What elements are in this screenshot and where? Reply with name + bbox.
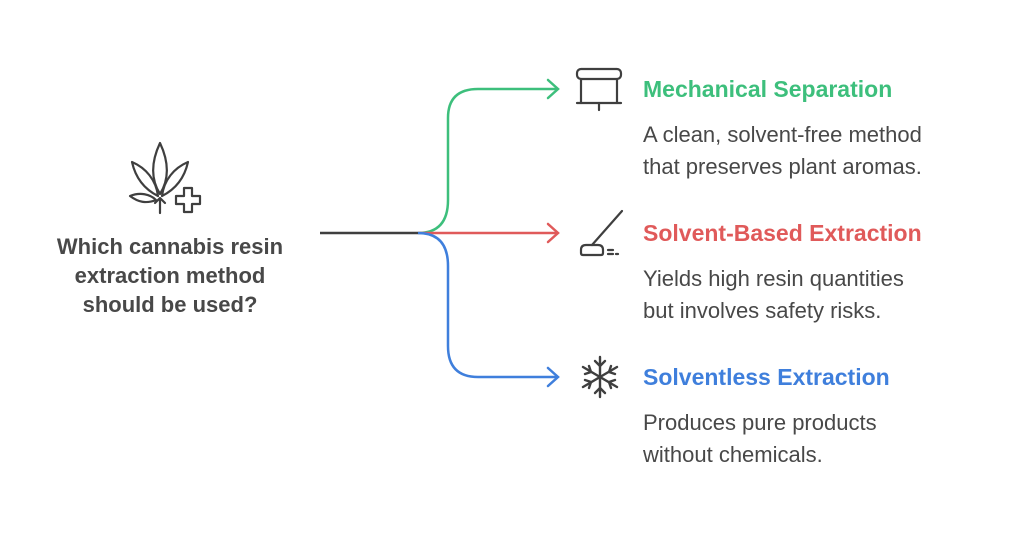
question-line-3: should be used? (82, 292, 258, 317)
mop-icon (579, 209, 624, 257)
option-desc-line-1: A clean, solvent-free method (643, 122, 922, 147)
branch-mechanical (417, 87, 558, 235)
option-desc-line-2: without chemicals. (643, 442, 823, 467)
option-desc-line-1: Yields high resin quantities (643, 266, 904, 291)
option-desc-line-2: but involves safety risks. (643, 298, 882, 323)
branch-solventless (417, 231, 558, 379)
option-solventless: Solventless Extraction Produces pure pro… (643, 363, 890, 471)
option-desc-line-2: that preserves plant aromas. (643, 154, 922, 179)
option-title: Mechanical Separation (643, 76, 893, 102)
cannabis-medical-icon (128, 141, 202, 215)
projector-screen-icon (575, 67, 623, 112)
question-line-2: extraction method (74, 263, 266, 288)
question-text: Which cannabis resin extraction method s… (30, 232, 310, 319)
option-desc-line-1: Produces pure products (643, 410, 877, 435)
option-solvent: Solvent-Based Extraction Yields high res… (643, 219, 922, 327)
snowflake-icon (581, 355, 619, 399)
option-title: Solventless Extraction (643, 364, 890, 390)
question-line-1: Which cannabis resin (56, 234, 284, 259)
arrow-head-mechanical (546, 78, 560, 100)
arrow-head-solventless (546, 366, 560, 388)
arrow-head-solvent (546, 222, 560, 244)
option-title: Solvent-Based Extraction (643, 220, 922, 246)
option-mechanical: Mechanical Separation A clean, solvent-f… (643, 75, 922, 183)
